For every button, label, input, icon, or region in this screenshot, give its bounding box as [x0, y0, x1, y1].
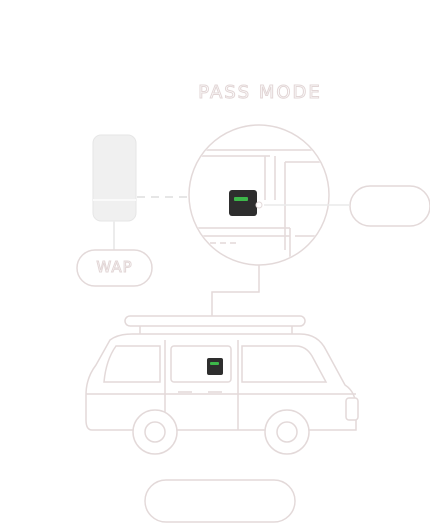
page-title: PASS MODE [198, 82, 322, 104]
access-point-icon [92, 134, 137, 250]
right-pill [349, 185, 430, 227]
bottom-pill [144, 479, 296, 523]
map-circle [188, 124, 330, 266]
van-tracker-tag-icon [207, 358, 223, 375]
connector-van [211, 265, 260, 318]
tracker-tag-icon [229, 190, 263, 216]
wap-pill [76, 249, 153, 287]
van-icon [85, 315, 359, 455]
wap-label: WAP [96, 258, 133, 277]
